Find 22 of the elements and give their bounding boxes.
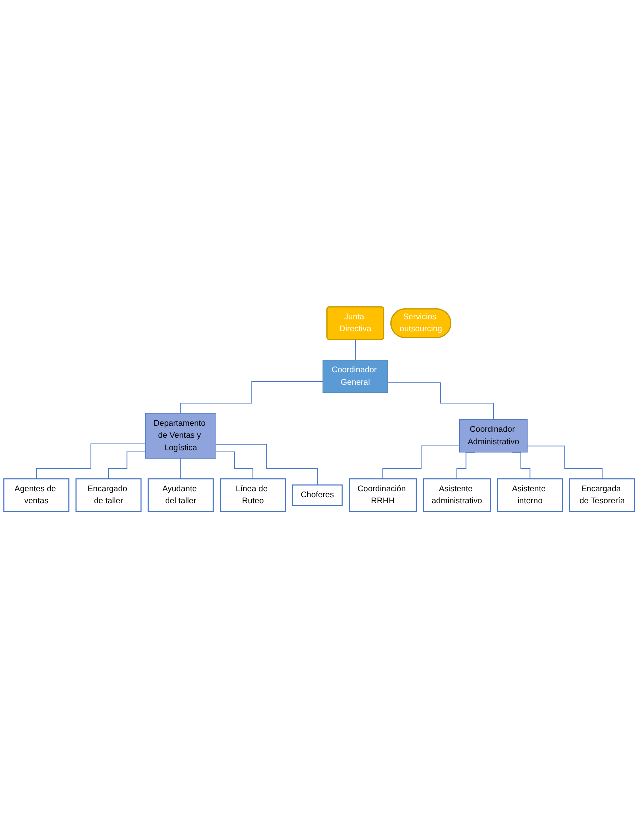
connector: [355, 340, 356, 361]
node-box: Coordinador Administrativo: [460, 419, 528, 453]
connector: [527, 446, 603, 480]
node-box: Encargada de Tesorería: [569, 478, 636, 512]
node-box: Ayudante del taller: [148, 478, 214, 512]
connector: [108, 452, 146, 480]
connector: [36, 444, 146, 480]
node-box: Departamento de Ventas y Logística: [145, 413, 216, 459]
node-box: Coordinador General: [322, 360, 388, 394]
connector: [388, 382, 494, 420]
node-box: Coordinación RRHH: [349, 478, 417, 512]
node-box: Choferes: [292, 484, 343, 506]
node-box: Agentes de ventas: [4, 478, 70, 512]
connector: [382, 446, 460, 480]
node-box: Línea de Ruteo: [220, 478, 286, 512]
node-box: Asistente administrativo: [423, 478, 492, 512]
connector: [180, 458, 182, 480]
node-box: Asistente interno: [497, 478, 564, 512]
connector: [216, 452, 254, 480]
node-box: Encargado de taller: [76, 478, 142, 512]
connector: [180, 381, 324, 414]
connector: [216, 444, 318, 486]
